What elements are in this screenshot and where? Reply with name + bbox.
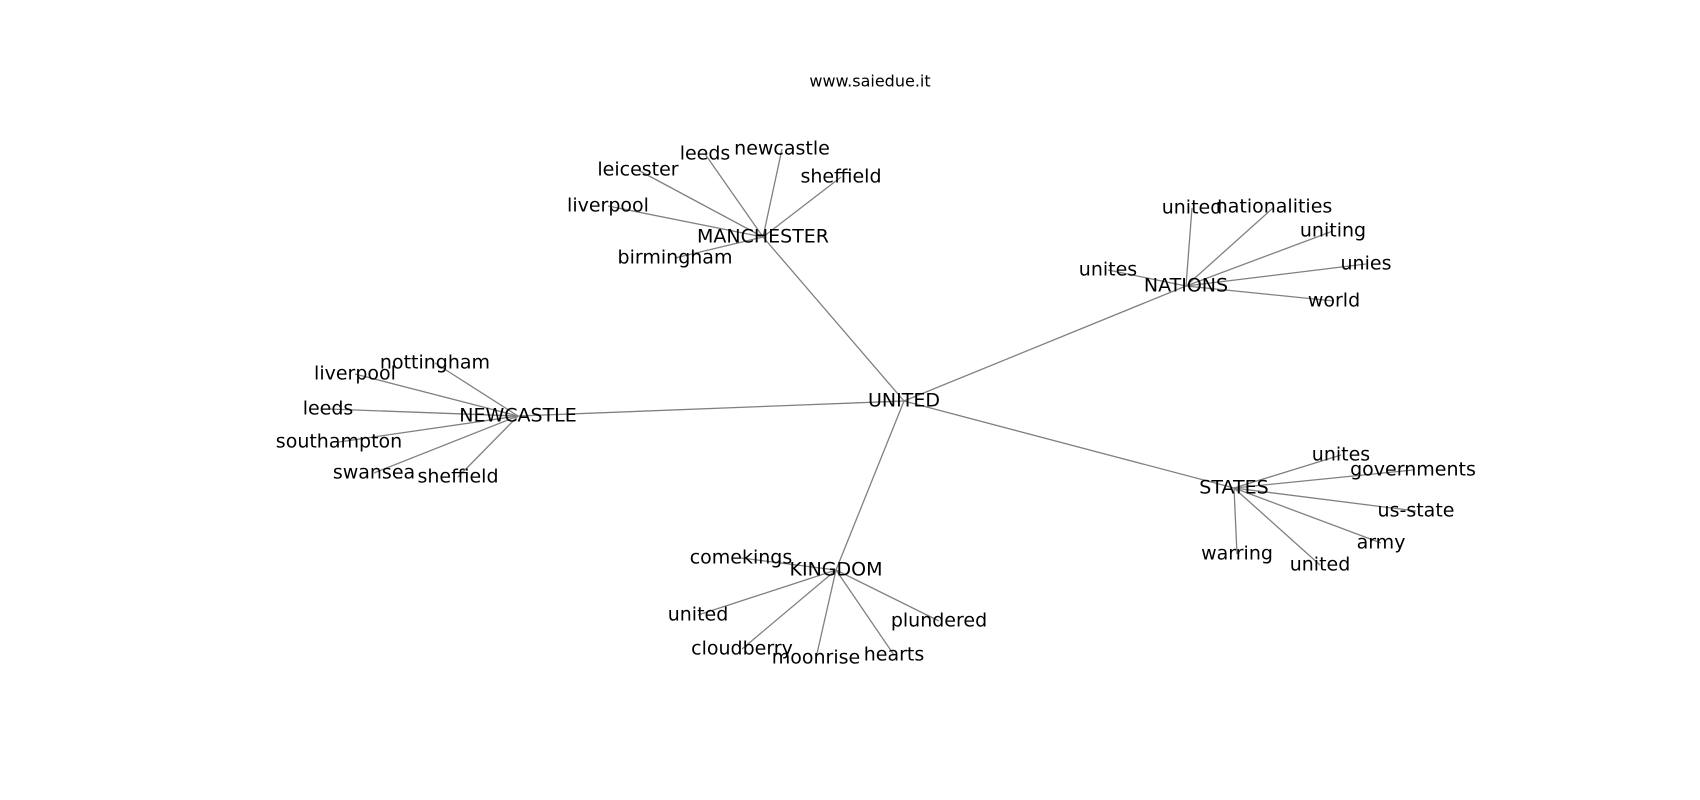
node-leaf-hub-newcastle-2: leeds [303, 398, 354, 420]
node-leaf-hub-states-2: us-state [1378, 500, 1455, 522]
node-leaf-hub-states-1: governments [1350, 459, 1476, 481]
node-leaf-hub-kingdom-4: moonrise [772, 647, 860, 669]
edge-hub-manchester-1 [762, 148, 783, 238]
node-leaf-hub-kingdom-3: cloudberry [691, 638, 793, 660]
edge-hub-kingdom-4 [815, 569, 837, 659]
edge-hub-newcastle-3 [338, 415, 519, 443]
node-hub-kingdom: KINGDOM [790, 559, 883, 581]
site-caption: www.saiedue.it [809, 72, 930, 91]
node-hub-states: STATES [1199, 477, 1268, 499]
node-leaf-hub-kingdom-5: hearts [864, 644, 925, 666]
node-leaf-hub-nations-0: united [1162, 197, 1223, 219]
edge-hub-kingdom-0 [740, 557, 837, 571]
node-leaf-hub-states-3: army [1357, 532, 1406, 554]
node-leaf-hub-newcastle-4: swansea [333, 462, 415, 484]
node-leaf-hub-newcastle-5: sheffield [417, 466, 498, 488]
edge-hub-newcastle-2 [327, 408, 519, 417]
node-hub-newcastle: NEWCASTLE [459, 405, 577, 427]
edge-hub-newcastle-4 [373, 415, 519, 474]
edge-hub-nations-5 [1185, 285, 1335, 302]
node-leaf-hub-nations-3: unites [1079, 259, 1137, 281]
edge-hub-states-5 [1233, 487, 1321, 566]
edge-hub-nations-2 [1185, 230, 1334, 287]
node-leaf-hub-kingdom-1: united [668, 604, 729, 626]
node-leaf-hub-states-4: warring [1201, 543, 1273, 565]
node-leaf-hub-manchester-4: liverpool [567, 195, 649, 217]
node-leaf-hub-manchester-1: newcastle [734, 138, 830, 160]
edges-layer [327, 148, 1417, 659]
edge-hub-states-3 [1233, 487, 1382, 544]
edge-hub-kingdom-3 [741, 569, 837, 650]
node-leaf-hub-states-0: unites [1312, 444, 1370, 466]
edge-hub-states-1 [1233, 469, 1414, 489]
node-leaf-hub-newcastle-0: nottingham [380, 352, 490, 374]
edge-center-hub-states [903, 400, 1235, 489]
node-leaf-hub-manchester-5: birmingham [618, 247, 733, 269]
node-leaf-hub-nations-5: world [1308, 290, 1360, 312]
edge-hub-manchester-0 [704, 153, 764, 238]
edge-hub-nations-3 [1107, 269, 1187, 287]
edge-hub-manchester-3 [762, 176, 842, 238]
edge-hub-kingdom-2 [835, 569, 940, 622]
node-leaf-hub-nations-4: unies [1341, 253, 1392, 275]
node-leaf-hub-nations-1: nationalities [1216, 196, 1333, 218]
edge-hub-nations-4 [1185, 263, 1367, 287]
node-leaf-hub-kingdom-2: plundered [891, 610, 987, 632]
edge-hub-newcastle-1 [354, 373, 519, 417]
edge-hub-states-4 [1233, 487, 1238, 555]
edge-hub-manchester-2 [637, 169, 764, 238]
edge-center-hub-newcastle [517, 400, 905, 417]
edge-center-hub-kingdom [835, 400, 905, 571]
node-hub-nations: NATIONS [1144, 275, 1228, 297]
edge-hub-kingdom-1 [697, 569, 837, 616]
edge-hub-manchester-5 [674, 236, 764, 259]
node-leaf-hub-manchester-3: sheffield [800, 166, 881, 188]
node-leaf-hub-nations-2: uniting [1300, 220, 1366, 242]
node-center: UNITED [868, 390, 940, 412]
node-leaf-hub-states-5: united [1290, 554, 1351, 576]
edge-hub-nations-1 [1185, 206, 1275, 287]
edge-hub-states-2 [1233, 487, 1417, 512]
edge-hub-manchester-4 [607, 205, 764, 238]
edge-hub-states-0 [1233, 454, 1342, 489]
node-leaf-hub-kingdom-0: comekings [690, 547, 793, 569]
edge-center-hub-nations [903, 285, 1187, 402]
edge-hub-newcastle-0 [434, 362, 519, 417]
edge-center-hub-manchester [762, 236, 905, 402]
node-leaf-hub-manchester-0: leeds [680, 143, 731, 165]
edge-hub-nations-0 [1185, 207, 1193, 287]
node-leaf-hub-newcastle-3: southampton [276, 431, 402, 453]
node-leaf-hub-manchester-2: leicester [597, 159, 678, 181]
edge-hub-newcastle-5 [457, 415, 519, 478]
node-hub-manchester: MANCHESTER [697, 226, 829, 248]
node-leaf-hub-newcastle-1: liverpool [314, 363, 396, 385]
edge-hub-kingdom-5 [835, 569, 895, 656]
